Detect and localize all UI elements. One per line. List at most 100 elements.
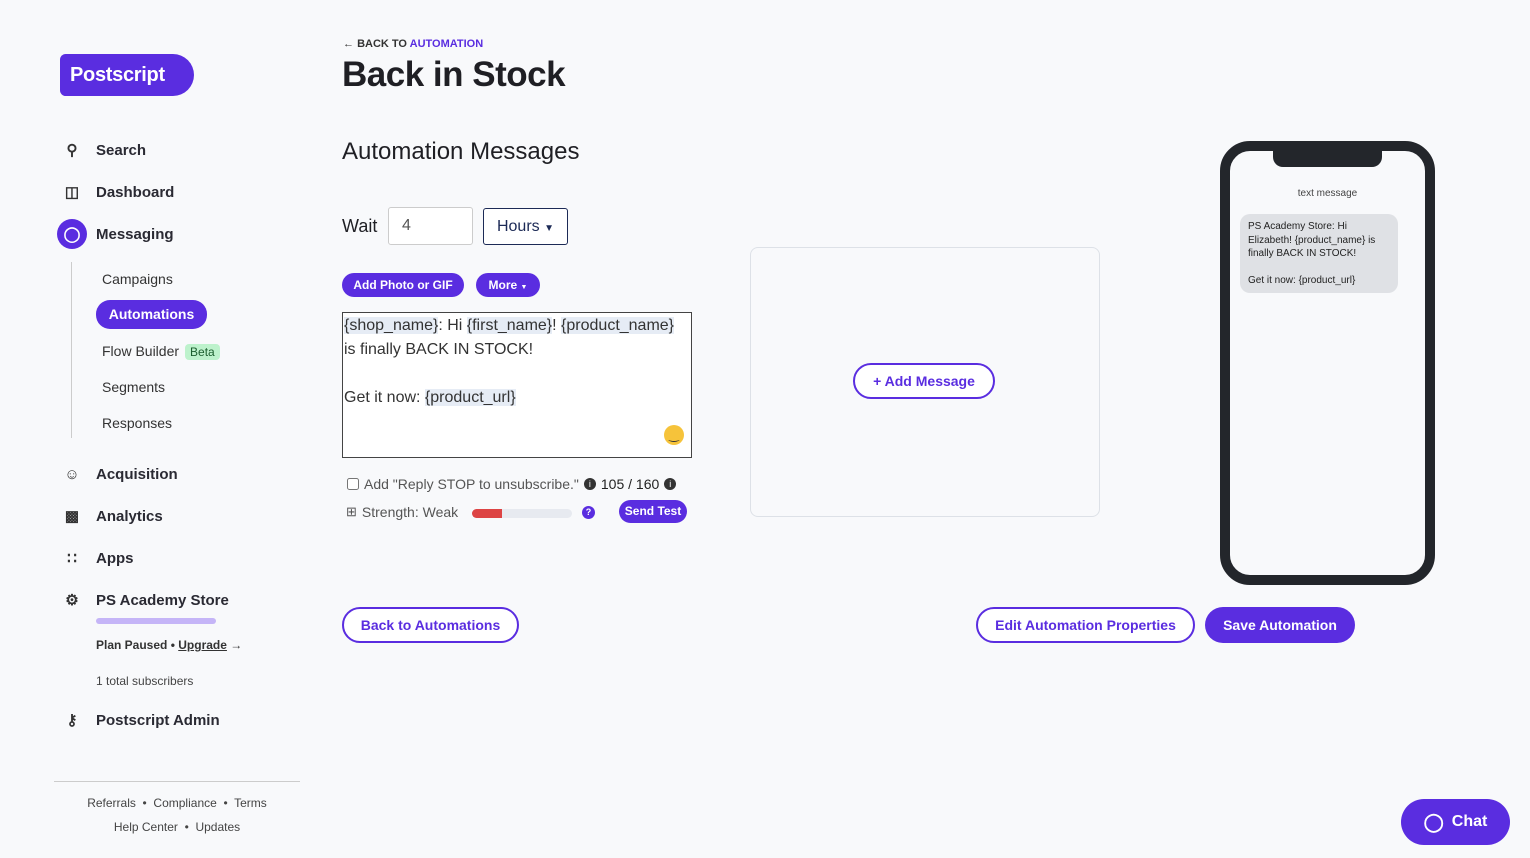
nav-apps[interactable]: ∷ Apps [60, 546, 134, 570]
message-line-3: Get it now: {product_url} [344, 386, 691, 410]
help-center-link[interactable]: Help Center [113, 820, 178, 834]
sep: • [184, 820, 189, 834]
nav-label: Dashboard [96, 183, 175, 201]
more-button[interactable]: More ▼ [476, 273, 540, 297]
token: {first_name} [466, 317, 553, 334]
nav-analytics[interactable]: ▩ Analytics [60, 504, 163, 528]
postscript-logo[interactable]: Postscript [60, 54, 194, 96]
terms-link[interactable]: Terms [234, 796, 267, 810]
sep: • [223, 796, 228, 810]
caret-down-icon: ▼ [520, 284, 528, 291]
wait-unit-dropdown[interactable]: Hours ▼ [483, 208, 568, 245]
wait-label: Wait [342, 216, 378, 236]
compliance-link[interactable]: Compliance [153, 796, 217, 810]
back-prefix: BACK TO [357, 38, 407, 50]
page-title: Back in Stock [342, 55, 566, 94]
message-line-2: is finally BACK IN STOCK! [344, 341, 534, 358]
strength-row[interactable]: ⊞ Strength: Weak [346, 504, 458, 520]
nav-acquisition[interactable]: ☺ Acquisition [60, 462, 178, 486]
back-link[interactable]: AUTOMATION [409, 38, 484, 50]
footer-links-1: Referrals • Compliance • Terms [54, 796, 300, 810]
nav-label: Apps [96, 549, 134, 567]
subscriber-count: 1 total subscribers [96, 674, 194, 688]
message-bubble: PS Academy Store: Hi Elizabeth! {product… [1240, 214, 1398, 293]
nav-label: Messaging [96, 225, 174, 243]
token: {product_name} [561, 317, 675, 334]
plan-paused: Plan Paused • [96, 638, 175, 652]
plan-status: Plan Paused • Upgrade → [96, 638, 242, 652]
reply-stop-row: Add "Reply STOP to unsubscribe." i 105 / 1… [347, 476, 677, 492]
nav-dashboard[interactable]: ◫ Dashboard [60, 180, 174, 204]
nav-label: Acquisition [96, 465, 178, 483]
reply-stop-label[interactable]: Add "Reply STOP to unsubscribe." [364, 476, 579, 492]
edit-properties-button[interactable]: Edit Automation Properties [976, 607, 1195, 643]
nav-store[interactable]: ⚙ PS Academy Store [60, 588, 229, 612]
reply-stop-checkbox[interactable] [347, 478, 359, 490]
submenu-divider [71, 262, 72, 438]
bubble-text: PS Academy Store: Hi Elizabeth! {product… [1248, 221, 1376, 259]
nav-label: Search [96, 141, 147, 159]
nav-label: PS Academy Store [96, 591, 229, 609]
message-textarea[interactable]: {shop_name}: Hi {first_name}! {product_n… [342, 312, 692, 458]
beta-badge: Beta [185, 344, 220, 360]
sidebar-item-automations[interactable]: Automations [96, 300, 207, 329]
apps-icon: ∷ [67, 550, 77, 567]
dashboard-icon: ◫ [64, 184, 80, 201]
strength-bar [472, 509, 572, 518]
chat-button[interactable]: ◯ Chat [1401, 799, 1510, 845]
caret-down-icon: ▼ [544, 223, 555, 234]
strength-fill [472, 509, 502, 518]
text: Get it now: [344, 389, 425, 406]
user-plus-icon: ☺ [64, 465, 80, 483]
nav-search[interactable]: ⚲ Search [60, 138, 147, 162]
gear-icon: ⚙ [65, 592, 79, 609]
expand-icon[interactable]: ⊞ [346, 504, 357, 519]
sidebar-item-campaigns[interactable]: Campaigns [102, 271, 173, 287]
sidebar-item-flow-builder[interactable]: Flow Builder Beta [102, 343, 220, 360]
nav-messaging[interactable]: ◯ Messaging [57, 219, 174, 249]
phone-header: text message [1297, 188, 1358, 199]
upgrade-link[interactable]: Upgrade [178, 638, 227, 652]
message-line-1: {shop_name}: Hi {first_name}! {product_n… [344, 314, 691, 338]
chat-bubble-icon: ◯ [57, 219, 87, 249]
send-test-button[interactable]: Send Test [619, 500, 687, 523]
phone-notch [1273, 150, 1382, 167]
breadcrumb[interactable]: ← BACK TO AUTOMATION [343, 38, 483, 50]
chat-icon: ◯ [1423, 811, 1444, 832]
chat-label: Chat [1451, 813, 1488, 830]
nav-label: Analytics [96, 507, 163, 525]
info-icon[interactable]: i [664, 478, 677, 490]
search-icon: ⚲ [66, 142, 78, 159]
token: {shop_name} [344, 317, 439, 334]
token: {product_url} [424, 389, 516, 406]
bar-chart-icon: ▩ [64, 508, 80, 525]
label: Flow Builder [102, 343, 180, 359]
phone-preview: text message PS Academy Store: Hi Elizab… [1220, 141, 1435, 585]
help-icon[interactable]: ? [582, 506, 595, 519]
sidebar-item-responses[interactable]: Responses [102, 415, 173, 431]
text: ! [552, 317, 562, 334]
nav-label: Postscript Admin [96, 711, 220, 729]
wait-input[interactable] [388, 207, 473, 245]
store-progress-bar [96, 618, 216, 624]
sep: • [142, 796, 147, 810]
unit-label: Hours [496, 218, 540, 235]
back-to-automations-button[interactable]: Back to Automations [342, 607, 519, 643]
arrow-left-icon: ← [343, 38, 354, 50]
char-count: 105 / 160 [600, 476, 660, 492]
bubble-text: Get it now: {product_url} [1248, 274, 1356, 286]
nav-admin[interactable]: ⚷Postscript Admin [60, 708, 220, 732]
footer-divider [54, 781, 300, 782]
info-icon[interactable]: i [583, 478, 596, 490]
save-automation-button[interactable]: Save Automation [1205, 607, 1355, 643]
strength-label: Strength: Weak [361, 504, 459, 520]
add-photo-button[interactable]: Add Photo or GIF [342, 273, 464, 297]
sidebar-item-segments[interactable]: Segments [102, 379, 166, 395]
arrow-right-icon: → [230, 638, 243, 652]
updates-link[interactable]: Updates [195, 820, 241, 834]
referrals-link[interactable]: Referrals [87, 796, 136, 810]
emoji-picker-icon[interactable]: ‿ [664, 425, 684, 445]
add-message-button[interactable]: + Add Message [853, 363, 995, 399]
more-label: More [488, 278, 518, 292]
footer-links-2: Help Center • Updates [54, 820, 300, 834]
